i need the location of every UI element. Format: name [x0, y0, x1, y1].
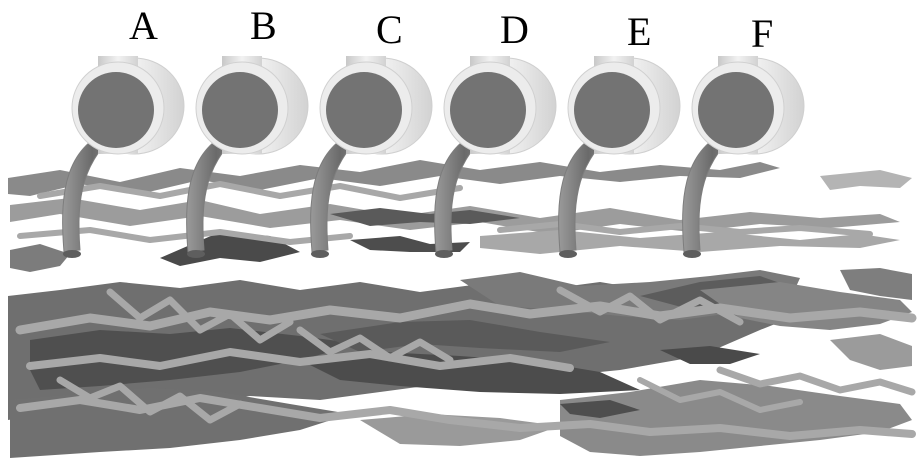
injector-group: [63, 56, 804, 258]
upper-fracture-layer: [8, 160, 912, 272]
fracture-plane: [830, 334, 912, 370]
fracture-plane: [10, 244, 70, 272]
cylinder-opening: [326, 72, 402, 148]
flow-stream-end: [683, 250, 701, 258]
label-f: F: [751, 14, 773, 54]
cylinder-opening: [202, 72, 278, 148]
flow-stream-end: [311, 250, 329, 258]
label-b: B: [250, 6, 277, 46]
label-c: C: [376, 10, 403, 50]
fracture-plane: [560, 380, 912, 456]
injector: [63, 56, 184, 258]
label-e: E: [627, 12, 651, 52]
cylinder-opening: [574, 72, 650, 148]
flow-stream-end: [559, 250, 577, 258]
label-a: A: [129, 6, 158, 46]
label-d: D: [500, 10, 529, 50]
flow-stream-end: [187, 250, 205, 258]
cylinder-opening: [450, 72, 526, 148]
cylinder-opening: [78, 72, 154, 148]
fracture-plane: [820, 170, 912, 190]
injector: [187, 56, 308, 258]
flow-stream-end: [63, 250, 81, 258]
cylinder-opening: [698, 72, 774, 148]
flow-stream-end: [435, 250, 453, 258]
